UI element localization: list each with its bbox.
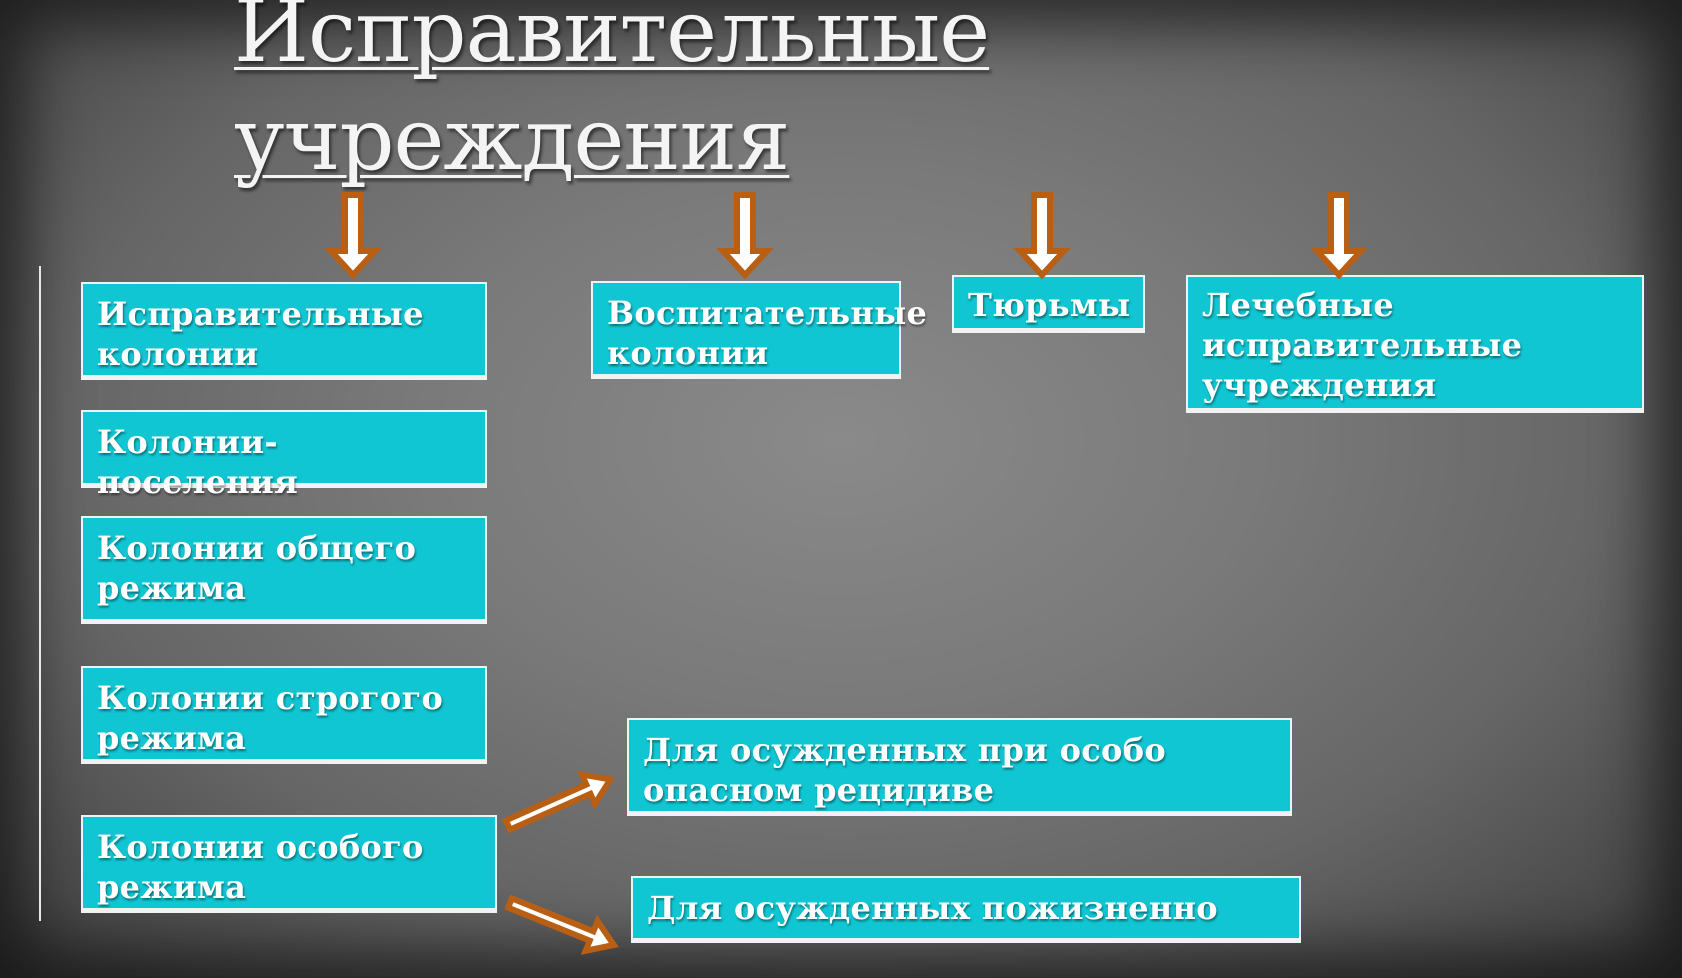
box-special-regime: Колонии особого режима: [81, 815, 497, 913]
box-life-sentence: Для осужденных пожизненно: [631, 876, 1301, 943]
box-strict-regime: Колонии строгого режима: [81, 666, 487, 764]
box-medical-institutions: Лечебные исправительные учреждения: [1186, 275, 1644, 413]
box-settlement-colonies: Колонии-поселения: [81, 410, 487, 501]
box-general-regime: Колонии общего режима: [81, 516, 487, 624]
diagram-title: Исправительные учреждения: [234, 0, 990, 190]
box-correctional-colonies: Исправительные колонии: [81, 282, 487, 380]
left-vertical-line: [39, 266, 41, 921]
box-educational-colonies: Воспитательные колонии: [591, 281, 927, 379]
box-prisons: Тюрьмы: [952, 275, 1145, 333]
box-dangerous-recidivism: Для осужденных при особо опасном рецидив…: [627, 718, 1292, 816]
